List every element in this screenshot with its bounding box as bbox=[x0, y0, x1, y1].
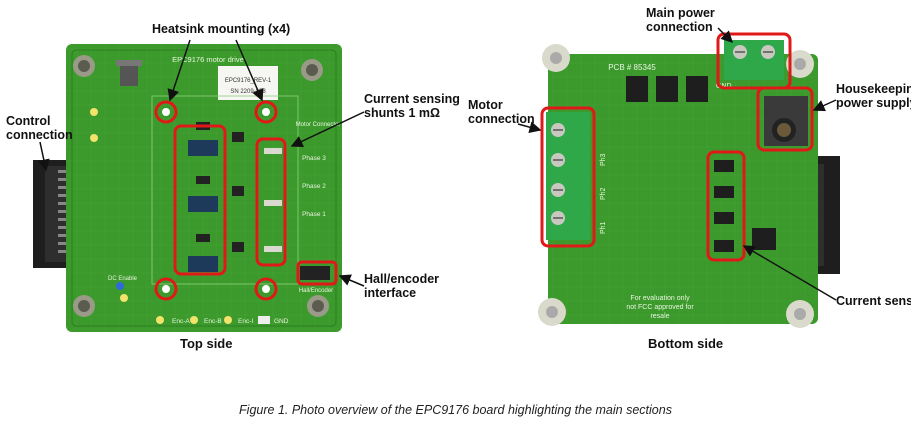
heatsink-mount-highlight bbox=[154, 100, 178, 124]
label-control-connection-1: Control bbox=[6, 114, 51, 128]
label-current-sense: Current sense bbox=[836, 294, 911, 308]
silk-hall-encoder: Hall/Encoder bbox=[299, 288, 333, 294]
motor-connection-highlight bbox=[540, 106, 596, 248]
label-housekeeping-2: power supply bbox=[836, 96, 911, 110]
silk-gnd: GND bbox=[274, 318, 289, 325]
silk-phase2: Phase 2 bbox=[302, 183, 326, 190]
bottom-side-board: PCB # 85345 GND Ph3 Ph2 Ph1 For e bbox=[538, 32, 840, 328]
label-rev: EPC9176_REV-1 bbox=[225, 78, 272, 84]
silk-dc-enable: DC Enable bbox=[108, 276, 138, 282]
hall-interface-highlight bbox=[296, 260, 338, 286]
silk-enc-b: Enc-B bbox=[204, 318, 222, 325]
annotation-arrows bbox=[37, 27, 837, 301]
silk-eval-2: not FCC approved for bbox=[626, 304, 694, 311]
label-housekeeping-1: Housekeeping bbox=[836, 82, 911, 96]
label-control-connection-2: connection bbox=[6, 128, 73, 142]
power-stage-highlight bbox=[173, 124, 227, 276]
heatsink-mount-highlight bbox=[154, 277, 178, 301]
board-label-sticker bbox=[218, 66, 278, 100]
label-current-shunts-2: shunts 1 mΩ bbox=[364, 106, 441, 120]
main-power-terminal bbox=[724, 40, 784, 80]
label-motor-connection-2: connection bbox=[468, 112, 535, 126]
shunt-highlight bbox=[255, 137, 287, 267]
housekeeping-highlight bbox=[756, 86, 814, 152]
silk-phase3: Phase 3 bbox=[302, 155, 326, 162]
silk-eval-1: For evaluation only bbox=[630, 295, 690, 302]
silk-ph3: Ph3 bbox=[600, 153, 607, 166]
silk-eval-3: resale bbox=[650, 313, 669, 320]
silk-phase1: Phase 1 bbox=[302, 211, 326, 218]
label-hall-interface-2: interface bbox=[364, 286, 417, 300]
current-sense-highlight bbox=[706, 150, 746, 262]
label-motor-connection-1: Motor bbox=[468, 98, 503, 112]
label-serial: SN 2209-038 bbox=[230, 89, 266, 95]
standoff bbox=[73, 55, 329, 317]
figure-caption: Figure 1. Photo overview of the EPC9176 … bbox=[239, 403, 672, 417]
silk-enc-a: Enc-A bbox=[172, 318, 190, 325]
top-side-board: EPC9176_REV-1 SN 2209-038 EPC9176 motor … bbox=[33, 44, 342, 332]
silk-ph1: Ph1 bbox=[600, 221, 607, 234]
silk-ph2: Ph2 bbox=[600, 187, 607, 200]
heatsink-mount-highlight bbox=[254, 100, 278, 124]
title-bottom-side: Bottom side bbox=[648, 336, 724, 351]
label-heatsink-mounting: Heatsink mounting (x4) bbox=[152, 22, 291, 36]
label-hall-interface-1: Hall/encoder bbox=[364, 272, 440, 286]
main-power-highlight bbox=[716, 32, 792, 90]
silk-motor-connector: Motor Connector bbox=[296, 122, 341, 128]
label-main-power-2: connection bbox=[646, 20, 713, 34]
silk-title: EPC9176 motor drive bbox=[172, 55, 244, 64]
silk-pcb-number: PCB # 85345 bbox=[608, 63, 656, 72]
silk-enc-i: Enc-I bbox=[238, 318, 253, 325]
title-top-side: Top side bbox=[180, 336, 233, 351]
label-main-power-1: Main power bbox=[646, 6, 715, 20]
label-current-shunts-1: Current sensing bbox=[364, 92, 460, 106]
heatsink-mount-highlight bbox=[254, 277, 278, 301]
